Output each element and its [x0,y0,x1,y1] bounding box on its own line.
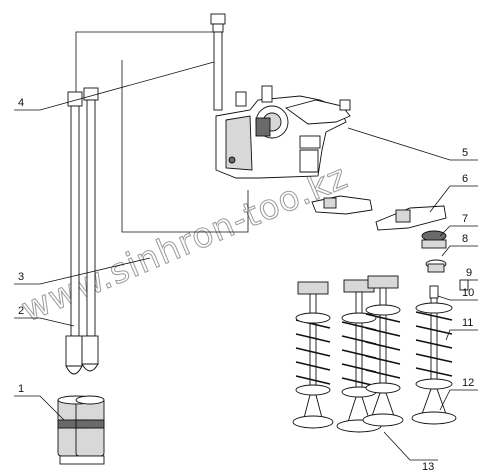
callout-8: 8 [462,233,468,245]
callout-3: 3 [18,271,24,283]
rocker-bolt [210,13,226,111]
callout-9: 9 [466,267,472,279]
callout-4: 4 [18,97,24,109]
callout-2: 2 [18,305,24,317]
bracket-lines [75,31,249,233]
valve-cap-and-retainers [421,230,469,291]
callout-13: 13 [422,461,434,473]
rocker-bridge [311,195,447,231]
callout-numbers: 1 2 3 4 5 6 7 8 9 10 11 12 13 [18,97,474,473]
callout-1: 1 [18,383,24,395]
watermark-text: www.sinhron-too.kz [16,157,354,331]
callout-7: 7 [462,213,468,225]
push-rods [65,87,99,375]
callout-5: 5 [462,147,468,159]
rocker-arm-assembly [215,85,351,179]
callout-6: 6 [462,173,468,185]
tappets [57,395,105,465]
callout-10: 10 [462,287,474,299]
leader-lines [14,61,478,461]
callout-11: 11 [462,317,473,329]
callout-12: 12 [462,377,474,389]
valve-assemblies [292,275,457,433]
